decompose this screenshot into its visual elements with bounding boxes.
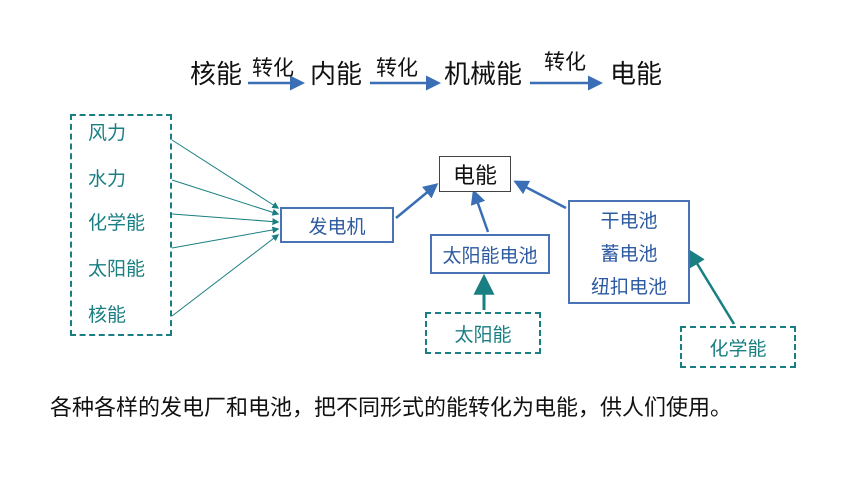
caption-text: 各种各样的发电厂和电池，把不同形式的能转化为电能，供人们使用。 xyxy=(50,396,733,421)
source-arrow-nuclear xyxy=(171,234,280,317)
chain-word-electric: 电能 xyxy=(610,60,663,90)
source-arrow-chemical xyxy=(171,213,280,226)
generator-box: 发电机 xyxy=(280,207,394,243)
source-nuclear: 核能 xyxy=(88,304,127,326)
battery-button: 纽扣电池 xyxy=(590,275,667,298)
chain-convert-label-3: 转化 xyxy=(544,50,586,74)
battery-dry: 干电池 xyxy=(600,209,658,232)
batteries-box: 干电池 蓄电池 纽扣电池 xyxy=(568,200,690,304)
chain-convert-label-1: 转化 xyxy=(252,56,294,80)
solar-cell-label: 太阳能电池 xyxy=(442,244,538,267)
source-wind: 风力 xyxy=(88,122,127,144)
chemical-box: 化学能 xyxy=(680,326,796,368)
chain-convert-label-2: 转化 xyxy=(376,56,418,80)
batteries-to-electric-arrow xyxy=(513,180,567,210)
sources-box: 风力 水力 化学能 太阳能 核能 xyxy=(70,114,172,336)
chemical-to-batteries-arrow xyxy=(688,249,736,325)
chemical-label: 化学能 xyxy=(709,337,767,360)
source-solar: 太阳能 xyxy=(88,258,146,280)
solar-energy-box: 太阳能 xyxy=(425,312,541,354)
source-arrow-water xyxy=(171,179,280,216)
source-arrow-solar xyxy=(171,226,280,249)
generator-to-electric-arrow xyxy=(395,183,439,219)
chain-word-internal: 内能 xyxy=(310,60,363,90)
electric-box: 电能 xyxy=(439,156,511,192)
chain-word-mechanical: 机械能 xyxy=(444,60,523,90)
solar-energy-label: 太阳能 xyxy=(454,323,512,346)
solar-cell-box: 太阳能电池 xyxy=(430,234,550,274)
solarcell-to-electric-arrow xyxy=(470,189,490,233)
source-arrow-wind xyxy=(171,139,280,209)
chain-word-nuclear: 核能 xyxy=(190,60,243,90)
battery-storage: 蓄电池 xyxy=(600,242,658,265)
electric-label: 电能 xyxy=(452,164,497,189)
source-water: 水力 xyxy=(88,168,127,190)
source-chemical: 化学能 xyxy=(88,212,146,234)
generator-label: 发电机 xyxy=(308,215,366,238)
